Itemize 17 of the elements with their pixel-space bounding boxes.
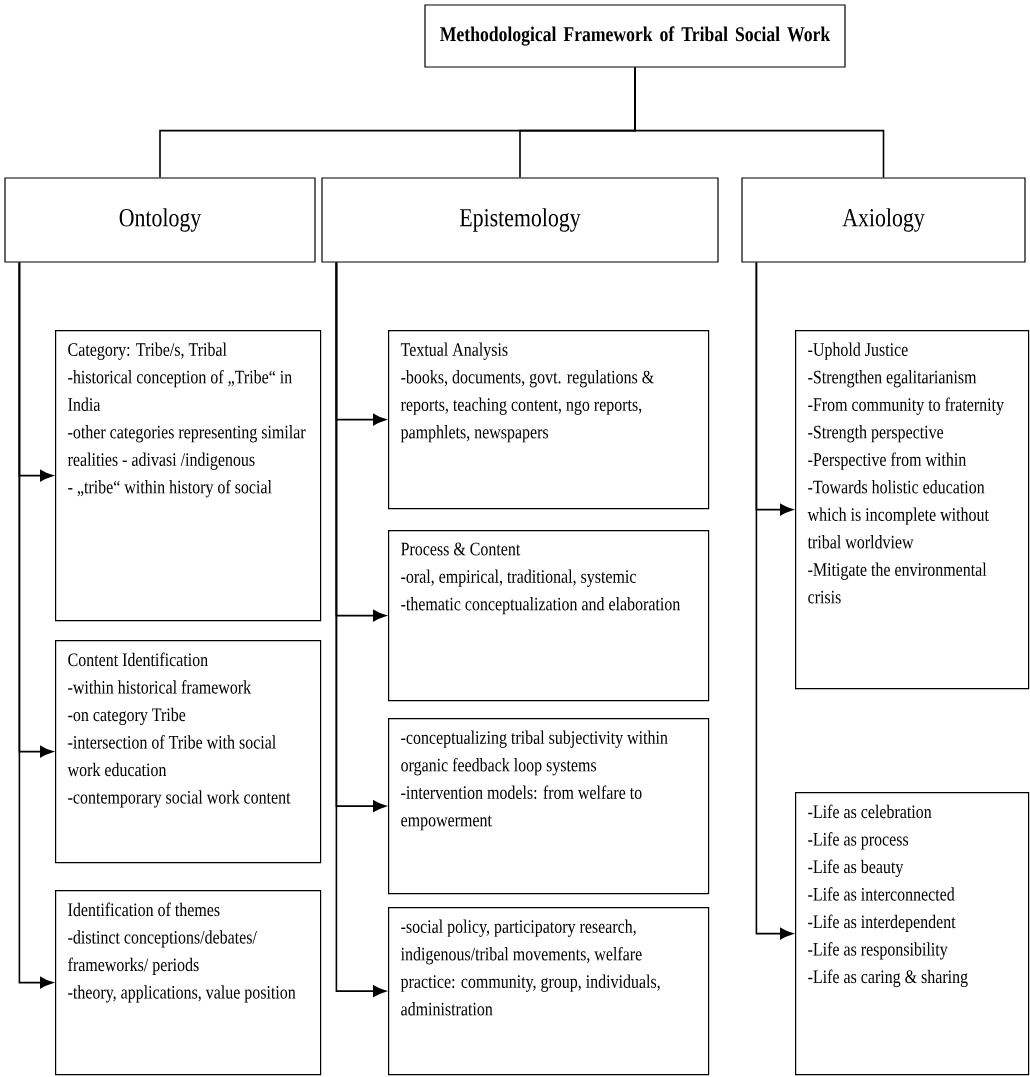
- content-box: -Life as celebration -Life as process -Life as beauty -Life as interconnected -Life as interdependent -Life as responsibility -Life as caring & sharing: [795, 792, 1030, 1076]
- connector-line: [634, 66, 885, 179]
- content-box: Textual Analysis -books, documents, govt. regulations & reports, teaching content, ngo reports, pamphlets, newspapers: [388, 330, 710, 510]
- category-box: Epistemology: [321, 177, 719, 263]
- category-box: Axiology: [741, 177, 1026, 263]
- title-box: Methodological Framework of Tribal Social Work: [424, 4, 846, 68]
- content-box: Process & Content -oral, empirical, traditional, systemic -thematic conceptualization and elaboration: [388, 530, 710, 702]
- category-box: Ontology: [4, 177, 316, 263]
- content-box: -social policy, participatory research, indigenous/tribal movements, welfare practice: community, group, individuals, administration: [388, 907, 710, 1076]
- content-box: Category: Tribe/s, Tribal -historical conception of „Tribe“ in India -other categories representing similar realities - adivasi /indigenous - „tribe“ within history of social: [55, 330, 322, 622]
- arrow: [335, 261, 386, 997]
- content-box: Content Identification -within historical framework -on category Tribe -intersection of Tribe with social work education -contemporary social work content: [55, 640, 322, 864]
- content-box: -Uphold Justice -Strengthen egalitarianism -From community to fraternity -Strength perspective -Perspective from within -Towards holistic education which is incomplete without tribal worldview -Mitigate the environmental crisis: [795, 330, 1030, 690]
- arrow: [18, 261, 53, 989]
- content-box: -conceptualizing tribal subjectivity within organic feedback loop systems -intervention models: from welfare to empowerment: [388, 718, 710, 895]
- arrow: [755, 261, 793, 940]
- content-box: Identification of themes -distinct conceptions/debates/ frameworks/ periods -theory, applications, value position: [55, 890, 322, 1076]
